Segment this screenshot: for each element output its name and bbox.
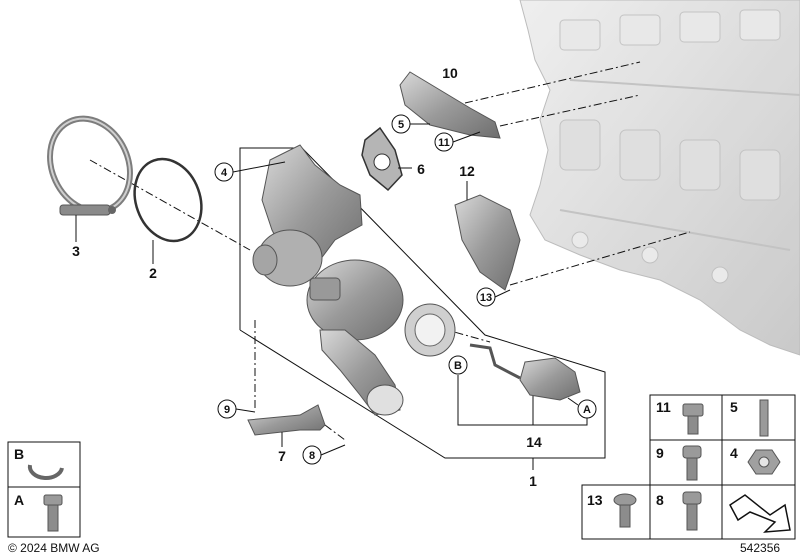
legend-left: B A	[7, 441, 81, 538]
callout-4-label: 4	[221, 167, 228, 179]
callout-9-label: 9	[224, 404, 230, 416]
legend-4-label: 4	[730, 445, 738, 461]
callout-9: 9	[217, 399, 256, 419]
heat-shield-lower-part	[454, 194, 521, 291]
callout-13: 13	[476, 287, 511, 307]
callout-11-label: 11	[438, 137, 450, 149]
sealing-ring-part	[133, 157, 203, 243]
heat-shield-upper-part	[399, 71, 501, 139]
callout-B-label: B	[454, 360, 462, 372]
callout-5-label: 5	[398, 119, 404, 131]
callout-8: 8	[302, 444, 346, 465]
bolt-a-icon	[43, 494, 63, 532]
callout-A: A	[567, 397, 597, 419]
gasket-part	[361, 126, 403, 192]
legend-9-label: 9	[656, 445, 664, 461]
legend-8-label: 8	[656, 492, 664, 508]
bolt-9-icon	[682, 445, 702, 481]
label-6: 6	[417, 161, 425, 177]
bolt-13-icon	[613, 493, 637, 528]
callout-A-label: A	[583, 404, 591, 416]
callout-11: 11	[434, 131, 481, 152]
callout-B: B	[448, 355, 468, 375]
legend-a-label: A	[14, 492, 24, 508]
callout-13-label: 13	[480, 292, 492, 304]
label-14: 14	[526, 434, 542, 450]
label-2: 2	[149, 265, 157, 281]
direction-arrow-icon	[729, 494, 791, 533]
turbocharger	[252, 144, 456, 416]
copyright-text: © 2024 BMW AG	[8, 541, 100, 555]
bolt-8-icon	[682, 491, 702, 531]
circlip-icon	[27, 464, 64, 481]
callout-5: 5	[391, 114, 430, 134]
nut-4-icon	[747, 449, 781, 475]
label-7: 7	[278, 448, 286, 464]
diagram-number: 542356	[740, 541, 781, 555]
callout-4: 4	[214, 161, 286, 182]
legend-13-label: 13	[587, 492, 603, 508]
label-1: 1	[529, 473, 537, 489]
engine-block	[519, 0, 800, 356]
label-10: 10	[442, 65, 458, 81]
label-12: 12	[459, 163, 475, 179]
label-3: 3	[72, 243, 80, 259]
legend-11-label: 11	[656, 399, 671, 415]
clamp-part	[47, 115, 133, 216]
callout-8-label: 8	[309, 450, 315, 462]
leader-lines	[89, 61, 691, 441]
legend-b-label: B	[14, 446, 24, 462]
assembly-bracket	[239, 147, 606, 470]
stud-5-icon	[759, 399, 769, 437]
actuator-assembly	[469, 343, 581, 401]
legend-5-label: 5	[730, 399, 738, 415]
bracket-part	[247, 404, 326, 436]
bolt-11-icon	[682, 403, 704, 435]
